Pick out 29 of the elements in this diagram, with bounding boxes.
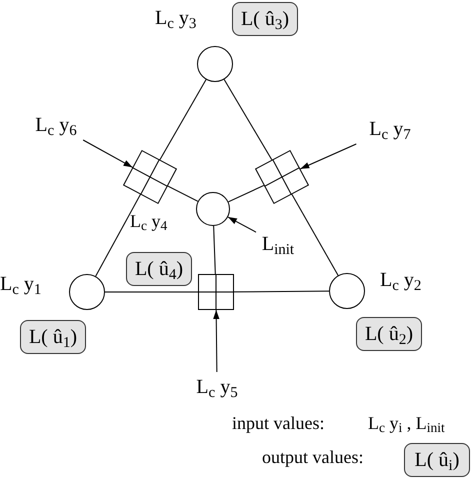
arrow [82, 140, 133, 168]
output-value-box: L( û$_{3}$) [232, 2, 298, 36]
connector-line [213, 226, 216, 274]
connector-line [291, 194, 339, 276]
input-label: L$_{init}$ [256, 230, 300, 258]
connector-line [167, 186, 198, 202]
connector-line [95, 194, 141, 277]
node-label: L$_{c}$ y$_{2}$ [380, 270, 422, 290]
arrow [300, 144, 357, 170]
legend-text: output values: [262, 448, 364, 466]
legend-text: L$_{c}$ y$_{i}$ , L$_{init}$ [368, 414, 445, 432]
connector-line [159, 79, 207, 160]
connector-line [234, 290, 330, 292]
node-label: L$_{c}$ y$_{3}$ [155, 8, 196, 28]
connector-line [224, 78, 272, 160]
connector-line [228, 184, 264, 202]
legend-text: input values: [232, 414, 324, 432]
arrow [227, 216, 256, 233]
output-value-box: L( û$_{i}$) [404, 443, 470, 477]
input-label: L$_{c}$ y$_{6}$ [22, 110, 90, 140]
arrow [213, 310, 220, 372]
input-label: L$_{c}$ y$_{7}$ [356, 114, 424, 144]
legend-text: L$_{c}$ y$_{4}$ [130, 212, 168, 230]
node-label: L$_{c}$ y$_{1}$ [0, 274, 42, 294]
output-value-box: L( û$_{2}$) [356, 317, 422, 351]
check-node-square [198, 274, 234, 310]
output-value-box: L( û$_{1}$) [20, 320, 86, 354]
output-value-box: L( û$_{4}$) [126, 252, 192, 286]
input-label: L$_{c}$ y$_{5}$ [190, 372, 244, 402]
